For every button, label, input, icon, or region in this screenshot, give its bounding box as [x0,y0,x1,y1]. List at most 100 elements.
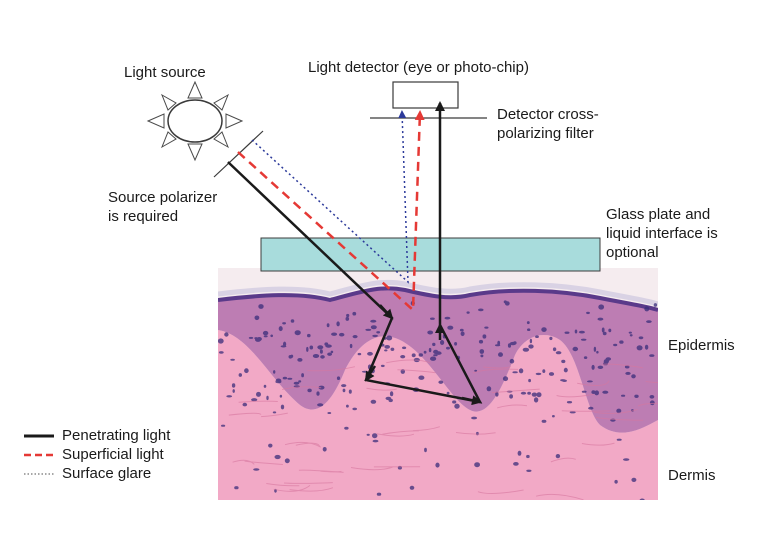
dermal-fiber [550,457,576,463]
cell-nucleus [279,394,283,398]
legend: Penetrating light Superficial light Surf… [24,426,170,483]
cell-nucleus [430,356,437,361]
cell-nucleus [307,333,311,338]
cell-nucleus [560,379,566,382]
cell-nucleus [234,486,239,490]
cell-nucleus [367,351,373,356]
cell-nucleus [471,416,478,420]
cell-nucleus [278,326,283,332]
cell-nucleus [327,352,332,356]
cell-nucleus [336,321,340,327]
cell-nucleus [218,351,224,354]
cell-nucleus [428,347,432,353]
cell-nucleus [520,391,527,395]
cell-nucleus [631,477,637,482]
cell-nucleus [440,340,445,345]
cell-nucleus [251,398,258,402]
cell-nucleus [319,349,323,354]
cell-nucleus [625,371,631,375]
cell-nucleus [533,397,539,403]
legend-dashed-line-icon [24,453,54,456]
cell-nucleus [478,339,484,344]
cell-nucleus [526,454,530,459]
legend-dotted-line-icon [24,472,54,475]
cell-nucleus [370,319,377,323]
cell-nucleus [316,391,320,396]
penetrating-ray-arrow-2 [364,365,377,382]
cell-nucleus [636,345,643,351]
cell-nucleus [372,334,378,338]
cell-nucleus [598,304,605,310]
cell-nucleus [648,503,653,505]
cell-nucleus [548,372,555,376]
cell-nucleus [529,338,533,344]
dermal-fiber [472,368,519,374]
cell-nucleus [616,438,622,441]
cell-nucleus [433,354,438,357]
cell-nucleus [552,415,555,418]
cell-nucleus [224,332,229,337]
cell-nucleus [238,373,242,377]
cell-nucleus [270,334,274,338]
cell-nucleus [263,335,268,338]
cell-nucleus [435,462,440,468]
dermal-fiber [295,442,321,447]
light-source-label: Light source [124,64,206,81]
cell-nucleus [293,381,300,385]
dermal-fiber [556,393,594,398]
cell-nucleus [602,390,609,394]
cell-nucleus [644,306,650,312]
cell-nucleus [266,395,269,401]
cell-nucleus [528,378,531,383]
cell-nucleus [288,355,293,359]
dermal-fiber [602,363,643,369]
cell-nucleus [366,433,370,436]
cell-nucleus [531,392,538,397]
legend-item-glare: Surface glare [24,464,170,483]
cell-nucleus [484,326,489,329]
cell-nucleus [549,336,553,341]
cell-nucleus [411,353,416,358]
dermal-fibers [228,359,658,500]
legend-solid-line-icon [24,434,54,437]
cell-nucleus [262,330,269,336]
cell-nucleus [294,330,301,336]
cell-nucleus [346,313,350,318]
cell-nucleus [226,395,233,398]
cell-nucleus [322,447,327,452]
cell-nucleus [574,329,578,334]
legend-label-glare: Surface glare [62,465,152,482]
cell-nucleus [555,454,561,459]
cell-nucleus [301,373,304,378]
cell-nucleus [430,317,435,320]
cell-nucleus [370,325,377,330]
glass-plate [260,237,601,272]
cell-nucleus [644,344,649,350]
dermal-fiber [284,441,322,448]
dermal-fiber [491,388,540,394]
cell-nucleus [497,340,501,346]
detector-filter-label: Detector cross- polarizing filter [497,105,599,143]
cell-nucleus [418,353,423,357]
cell-nucleus [349,343,353,349]
cell-nucleus [273,370,276,374]
cell-nucleus [528,344,534,349]
dermal-fiber [455,432,496,435]
cell-nucleus [513,341,517,345]
cell-nucleus [365,328,372,331]
cell-nucleus [400,355,406,359]
glass-plate-line-1: Glass plate and [606,206,711,223]
cell-nucleus [409,485,415,490]
cell-nucleus [474,369,478,372]
dermal-fiber [281,386,322,390]
cell-nucleus [646,320,652,323]
cell-nucleus [385,396,392,401]
cell-nucleus [588,406,594,410]
cell-nucleus [597,365,604,369]
dermal-fiber [261,412,288,418]
cell-nucleus [608,328,612,333]
cell-nucleus [268,443,273,448]
cell-nucleus [357,352,362,356]
cell-nucleus [572,346,579,352]
cell-nucleus [591,390,596,394]
